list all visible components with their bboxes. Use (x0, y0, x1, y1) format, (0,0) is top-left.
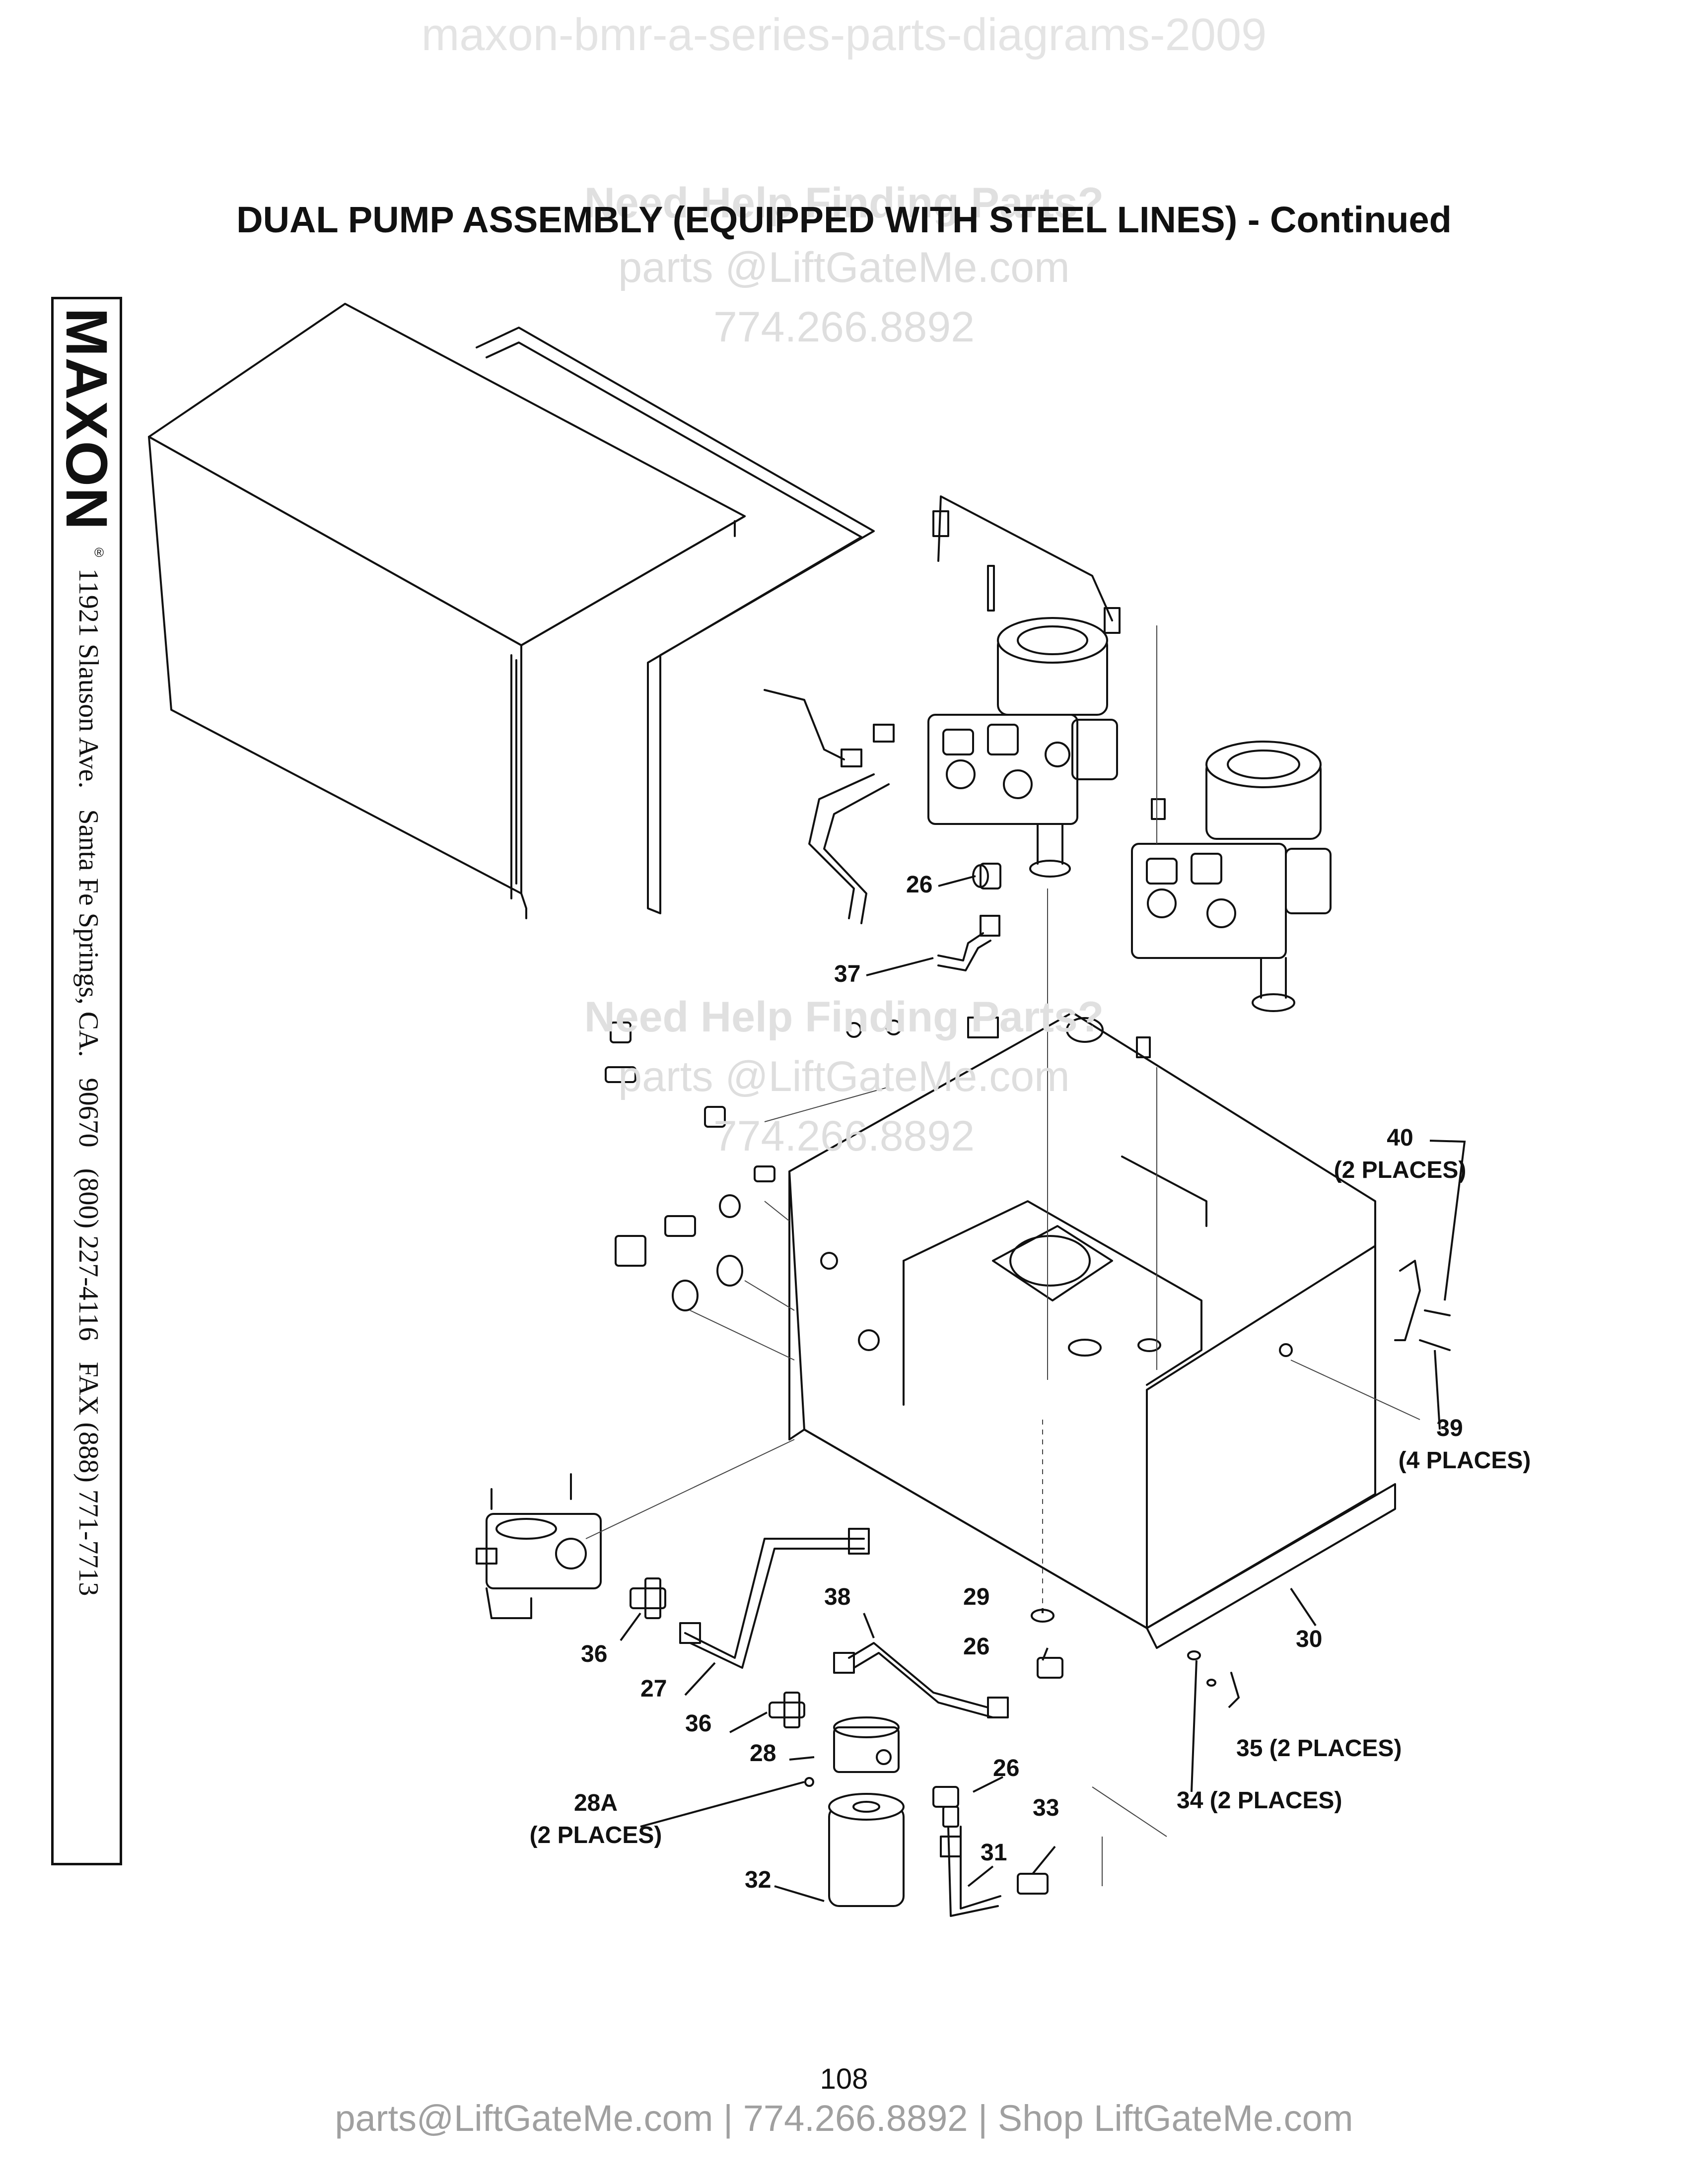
callout-40: 40 (1387, 1125, 1413, 1151)
callout-31: 31 (981, 1840, 1007, 1866)
watermark-help-heading-2: Need Help Finding Parts? (584, 993, 1104, 1041)
watermark-help-phone-2: 774.266.8892 (713, 1112, 975, 1160)
callout-36-left: 36 (581, 1641, 608, 1667)
gear-pump (476, 1473, 602, 1619)
callout-39-places: (4 PLACES) (1398, 1447, 1531, 1474)
callout-26-middle: 26 (963, 1634, 990, 1660)
fittings-group (605, 1020, 902, 1311)
callout-28: 28 (750, 1740, 776, 1767)
watermark-help-heading-1: Need Help Finding Parts? (584, 179, 1104, 227)
tube-37 (937, 915, 1000, 971)
fitting-33 (1017, 1873, 1049, 1895)
page-number: 108 (820, 2063, 868, 2095)
watermark-help-phone-1: 774.266.8892 (713, 303, 975, 351)
tube-27 (679, 1528, 870, 1669)
callout-30: 30 (1296, 1626, 1323, 1652)
tee-fitting-36a (630, 1577, 666, 1619)
callout-35: 35 (2 PLACES) (1236, 1735, 1402, 1762)
watermark-document-name: maxon-bmr-a-series-parts-diagrams-2009 (421, 9, 1267, 60)
tee-fitting-36b (769, 1692, 805, 1728)
callout-34: 34 (2 PLACES) (1177, 1787, 1342, 1814)
callout-37: 37 (834, 961, 861, 987)
elbow-fitting-26a (972, 863, 1001, 889)
pump-assembly-2 (1131, 741, 1332, 1012)
elbow-fitting-26c (932, 1786, 959, 1828)
latch-40 (1394, 1260, 1451, 1351)
gasket-frame (476, 327, 875, 914)
page-title: DUAL PUMP ASSEMBLY (EQUIPPED WITH STEEL … (236, 199, 1452, 240)
watermark-help-email-2: parts @LiftGateMe.com (618, 1053, 1070, 1100)
callout-26-upper: 26 (906, 872, 933, 898)
reservoir-tank (788, 1012, 1396, 1649)
filter-cartridge-32 (828, 1793, 905, 1907)
callout-27: 27 (640, 1676, 667, 1702)
elbow-fitting-26b (1037, 1657, 1063, 1679)
callout-33: 33 (1033, 1795, 1059, 1821)
footer-contact: parts@LiftGateMe.com | 774.266.8892 | Sh… (335, 2098, 1353, 2139)
tube-31 (940, 1826, 1001, 1917)
callout-38: 38 (824, 1584, 851, 1610)
registered-mark: ® (94, 545, 104, 560)
sidebar-frame (51, 297, 122, 1865)
callout-29: 29 (963, 1584, 990, 1610)
callout-28a: 28A (573, 1790, 618, 1816)
callout-32: 32 (745, 1867, 772, 1893)
filter-head-28 (804, 1716, 900, 1787)
washer-34 (1187, 1650, 1216, 1687)
cover-panel (148, 303, 746, 919)
watermark-help-email-1: parts @LiftGateMe.com (618, 244, 1070, 291)
pump-assembly-1 (764, 495, 1121, 924)
callout-26-lower: 26 (993, 1755, 1020, 1781)
callout-40-places: (2 PLACES) (1334, 1157, 1467, 1183)
callout-39: 39 (1436, 1415, 1463, 1441)
callout-36-lower: 36 (685, 1710, 712, 1737)
tube-38 (833, 1642, 1009, 1718)
callout-28a-places: (2 PLACES) (529, 1822, 662, 1848)
screw-35 (1230, 1672, 1240, 1699)
